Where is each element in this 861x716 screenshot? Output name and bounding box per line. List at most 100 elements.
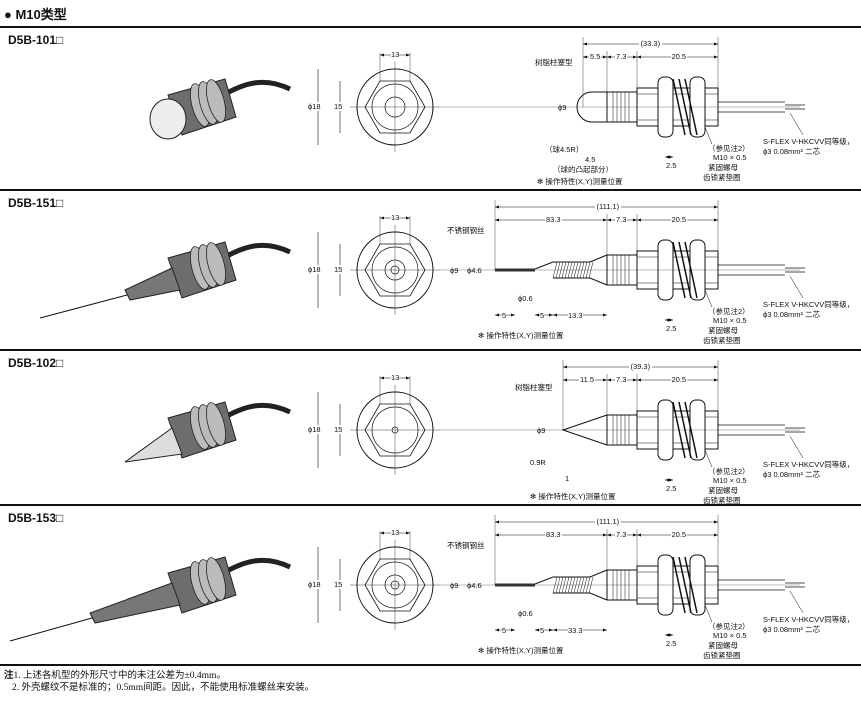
dimension-arrow [665, 155, 673, 159]
leader-line [789, 435, 804, 459]
protrusion-caption: （球的凸起部分） [553, 165, 613, 174]
body-length-label: 7.3 [615, 52, 628, 61]
dimension-arrow [495, 313, 515, 317]
tip-length-label: 5.5 [589, 52, 602, 61]
dimension-arrow [665, 633, 673, 637]
spring-coil [576, 576, 582, 594]
cable-spec-label-1: S-FLEX V-HKCVV同等级， [763, 460, 855, 469]
spring-coil [561, 261, 567, 279]
phi9-label: ϕ9 [537, 426, 546, 435]
measure-note: ✻ 操作特性(X,Y)测量位置 [478, 331, 564, 340]
washer-label: 齿锁紧垫圈 [703, 496, 741, 505]
front-diameter-label: ϕ18 [308, 425, 321, 434]
ball-plunger [576, 91, 607, 123]
section-divider [0, 189, 861, 191]
model-name: D5B-101□ [8, 33, 64, 47]
spring [124, 267, 181, 301]
nut [206, 402, 226, 446]
body-length-label: 7.3 [615, 375, 628, 384]
tip-offset-label: 1 [565, 474, 570, 483]
spring-coil [558, 261, 564, 279]
note-prefix: 注 [4, 670, 14, 681]
front-width-label: 13 [391, 213, 400, 222]
front-diameter-label: ϕ18 [308, 265, 321, 274]
cable-spec-label-1: S-FLEX V-HKCVV同等级， [763, 615, 855, 624]
spring [89, 582, 181, 624]
product-photo [39, 241, 292, 319]
phi4-6-label: ϕ4.6 [467, 581, 482, 590]
section-divider [0, 504, 861, 506]
spring-coil [570, 261, 576, 279]
tip-length-label: 11.5 [579, 375, 596, 384]
threaded-neck [606, 254, 638, 286]
front-width-label: 13 [391, 50, 400, 59]
spring [534, 569, 608, 601]
gap-label: 5 [540, 626, 545, 635]
cable-spec-label-2: ϕ3 0.08mm² 二芯 [763, 147, 821, 156]
ball-radius-label: （球4.5R） [545, 145, 584, 154]
notes: 注1. 上述各机型的外形尺寸中的未注公差为±0.4mm。 2. 外壳螺纹不是标准… [4, 670, 314, 694]
spring-coil [579, 261, 585, 279]
model-name: D5B-153□ [8, 511, 64, 525]
cable-spec-label-2: ϕ3 0.08mm² 二芯 [763, 310, 821, 319]
see-note-label: （参见注2） [708, 307, 750, 316]
phi9-label: ϕ9 [450, 266, 459, 275]
nut-label: 紧固螺母 [708, 163, 738, 172]
measure-note: ✻ 操作特性(X,Y)测量位置 [530, 492, 616, 501]
section-divider [0, 664, 861, 666]
washer-thickness-label: 2.5 [666, 484, 677, 493]
note-1-text: 1. 上述各机型的外形尺寸中的未注公差为±0.4mm。 [13, 671, 226, 681]
spring-coil [576, 261, 582, 279]
spring-coil [588, 576, 594, 594]
section-divider [0, 349, 861, 351]
tip-radius-label: 0.9R [530, 458, 546, 467]
drawing [39, 200, 805, 322]
front-inner-label: 15 [334, 102, 343, 111]
spring-coil [561, 576, 567, 594]
spring-coil [555, 576, 561, 594]
spring-coil [573, 576, 579, 594]
spring-coil [555, 261, 561, 279]
tip-label: 不锈钢钢丝 [447, 541, 485, 550]
spring-coil [564, 261, 570, 279]
protrusion-label: 4.5 [585, 155, 596, 164]
tip-length-label: 83.3 [545, 530, 562, 539]
phi9-label: ϕ9 [450, 581, 459, 590]
dimension-arrow [665, 318, 673, 322]
body-length-label: 7.3 [615, 530, 628, 539]
spring-coil [585, 576, 591, 594]
front-inner-label: 15 [334, 265, 343, 274]
spring [534, 254, 608, 286]
phi0-6-label: ϕ0.6 [518, 294, 533, 303]
threaded-neck [606, 569, 638, 601]
spring-coil [570, 576, 576, 594]
cable-spec-label-2: ϕ3 0.08mm² 二芯 [763, 470, 821, 479]
cable [218, 79, 292, 100]
spring-coil [588, 261, 594, 279]
phi0-6-label: ϕ0.6 [518, 609, 533, 618]
nut-label: 紧固螺母 [708, 326, 738, 335]
washer-label: 齿锁紧垫圈 [703, 173, 741, 182]
thread-label: M10 × 0.5 [713, 316, 747, 325]
nut [206, 557, 226, 601]
hex-length-label: 20.5 [670, 52, 688, 61]
threaded-neck [606, 414, 638, 446]
hex-length-label: 20.5 [670, 375, 688, 384]
stainless-wire [495, 583, 535, 587]
leader-line [704, 126, 713, 145]
washer-label: 齿锁紧垫圈 [703, 336, 741, 345]
section-divider [0, 26, 861, 28]
tip-label: 不锈钢钢丝 [447, 226, 485, 235]
spring-coil [573, 261, 579, 279]
model-name: D5B-102□ [8, 356, 64, 370]
nut-label: 紧固螺母 [708, 486, 738, 495]
model-name: D5B-151□ [8, 196, 64, 210]
total-length-label: (33.3) [638, 39, 663, 48]
thread-label: M10 × 0.5 [713, 153, 747, 162]
spring-length-label: 33.3 [568, 626, 583, 635]
spring-coil [567, 261, 573, 279]
note-1: 注1. 上述各机型的外形尺寸中的未注公差为±0.4mm。 [4, 670, 314, 682]
